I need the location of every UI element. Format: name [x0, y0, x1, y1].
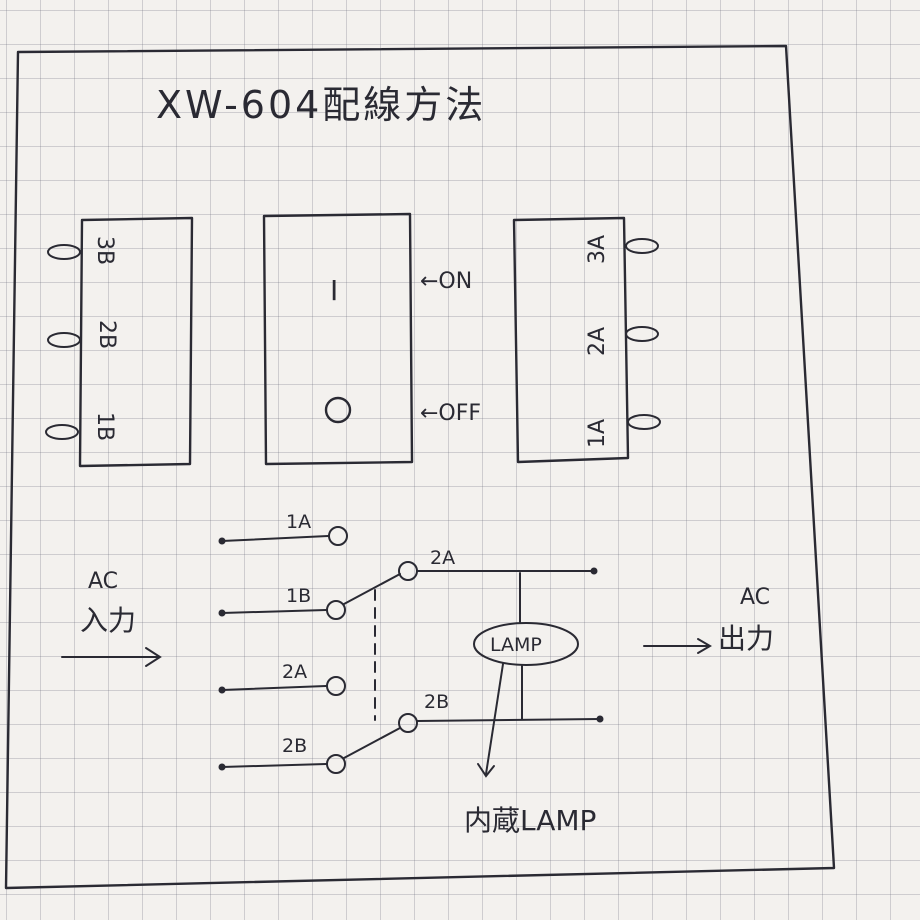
right-pin-label-1a: 1A [585, 419, 610, 448]
output-lines [416, 567, 604, 723]
terminal-label-2b: 2B [282, 735, 307, 757]
left-pin-2b [47, 332, 81, 348]
terminal-label-2a: 2A [282, 661, 307, 683]
switch-label-2a: 2A [430, 547, 455, 569]
right-pin-3a [625, 238, 659, 254]
internal-lamp-arrow [477, 663, 504, 778]
page-title: XW-604配線方法 [156, 83, 486, 127]
ac-input-label-bottom: 入力 [80, 604, 136, 637]
on-label: ←ON [420, 269, 472, 294]
left-pin-label-3b: 3B [92, 236, 117, 265]
switch-blades [343, 561, 418, 759]
ac-input-label-top: AC [88, 569, 118, 594]
off-label: ←OFF [420, 401, 481, 426]
center-switch-body [262, 212, 414, 466]
lamp-symbol [473, 622, 579, 666]
ac-output-arrow [643, 638, 712, 654]
input-wires [218, 526, 348, 774]
ac-input-arrow [61, 647, 162, 667]
right-pin-1a [627, 414, 661, 430]
ac-output-label-top: AC [740, 585, 770, 610]
right-pin-label-2a: 2A [585, 327, 610, 356]
internal-lamp-label: 内蔵LAMP [464, 804, 596, 837]
left-switch-body [45, 216, 194, 468]
left-pin-label-2b: 2B [94, 320, 119, 349]
off-symbol-circle [324, 396, 352, 424]
right-switch-body [512, 216, 661, 464]
right-pin-label-3a: 3A [585, 235, 610, 264]
right-pin-2a [625, 326, 659, 342]
left-pin-1b [45, 424, 79, 440]
left-pin-label-1b: 1B [92, 412, 117, 441]
terminal-label-1a: 1A [286, 511, 311, 533]
terminal-label-1b: 1B [286, 585, 311, 607]
on-symbol: I [330, 274, 338, 307]
lamp-label: LAMP [490, 634, 542, 656]
outer-frame [4, 44, 836, 890]
switch-label-2b: 2B [424, 691, 449, 713]
ac-output-label-bottom: 出力 [718, 622, 774, 655]
left-pin-3b [47, 244, 81, 260]
